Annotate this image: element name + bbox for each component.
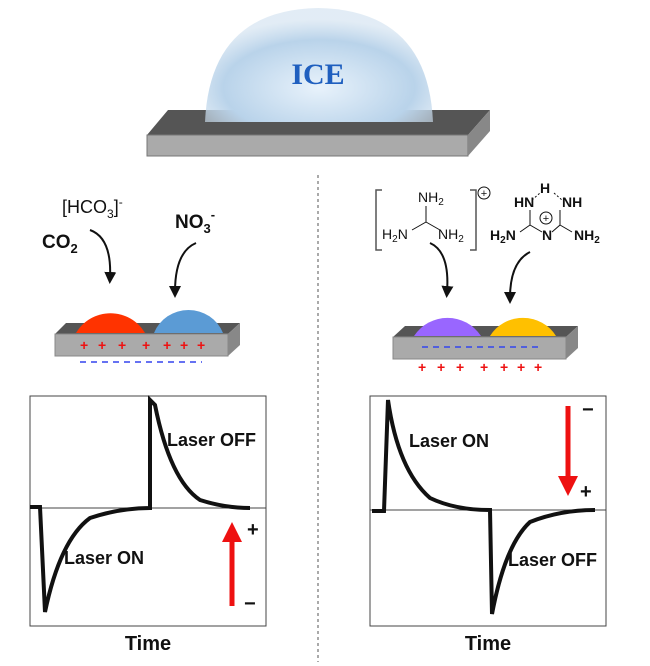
svg-text:+: + — [418, 359, 426, 375]
minus-label: − — [244, 593, 256, 615]
svg-text:NH2: NH2 — [438, 226, 464, 245]
svg-text:+: + — [437, 359, 445, 375]
right-adsorption: NH2 H2N NH2 + H HN NH H2N N NH2 + + + + + + — [375, 180, 600, 375]
ice-label: ICE — [291, 58, 344, 91]
svg-text:+: + — [118, 337, 126, 353]
co2-label: CO2 — [42, 232, 78, 256]
svg-text:NH: NH — [562, 194, 582, 210]
left-adsorption: [HCO3]- CO2 NO3- + + + + + + + — [42, 195, 240, 363]
laser-off-label: Laser OFF — [508, 550, 597, 570]
bicarbonate-label: [HCO3]- — [62, 195, 123, 221]
melaminium-structure: H HN NH H2N N NH2 + — [490, 180, 600, 246]
minus-label: − — [582, 399, 594, 421]
plus-label: + — [247, 519, 259, 541]
laser-on-label: Laser ON — [64, 548, 144, 568]
laser-on-label: Laser ON — [409, 431, 489, 451]
svg-text:+: + — [500, 359, 508, 375]
svg-text:+: + — [480, 359, 488, 375]
svg-text:+: + — [180, 337, 188, 353]
purple-dome — [414, 317, 481, 336]
svg-text:+: + — [163, 337, 171, 353]
svg-text:+: + — [80, 337, 88, 353]
svg-text:H: H — [540, 180, 550, 196]
arrow-icon — [504, 251, 531, 304]
svg-text:+: + — [98, 337, 106, 353]
signal-curve — [30, 395, 251, 613]
ice-dome — [205, 8, 433, 122]
guanidinium-structure: NH2 H2N NH2 + — [375, 186, 491, 251]
right-graph: Laser ON Laser OFF − + Time — [369, 395, 607, 655]
left-graph: Laser OFF Laser ON + − Time — [29, 395, 267, 655]
signal-curve — [372, 399, 596, 615]
svg-text:+: + — [481, 188, 487, 200]
positive-charges: + + + + + + + — [418, 359, 542, 375]
plus-label: + — [580, 481, 592, 503]
laser-off-label: Laser OFF — [167, 430, 256, 450]
arrow-icon — [169, 242, 197, 298]
blue-dome — [154, 310, 223, 333]
x-axis-label: Time — [125, 633, 171, 655]
svg-text:HN: HN — [514, 194, 534, 210]
svg-text:NH2: NH2 — [574, 227, 600, 246]
nitrate-label: NO3- — [175, 207, 215, 236]
arrow-icon — [89, 229, 117, 284]
svg-text:+: + — [456, 359, 464, 375]
ice-illustration: ICE — [146, 8, 490, 157]
x-axis-label: Time — [465, 633, 511, 655]
svg-text:H2N: H2N — [490, 227, 516, 246]
svg-text:+: + — [543, 213, 549, 225]
svg-text:N: N — [542, 227, 552, 243]
positive-charges: + + + + + + + — [80, 337, 205, 353]
svg-text:+: + — [197, 337, 205, 353]
svg-text:+: + — [142, 337, 150, 353]
svg-text:NH2: NH2 — [418, 189, 444, 208]
yellow-dome — [490, 317, 556, 336]
red-dome — [76, 313, 145, 333]
svg-text:+: + — [534, 359, 542, 375]
svg-text:+: + — [517, 359, 525, 375]
svg-text:H2N: H2N — [382, 226, 408, 245]
arrow-icon — [429, 242, 454, 298]
